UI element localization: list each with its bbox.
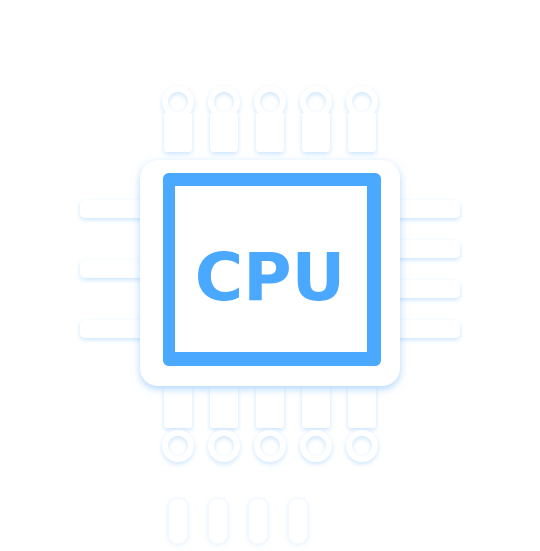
right-pin-1 xyxy=(390,200,460,218)
top-pin-2 xyxy=(208,86,240,152)
top-pins xyxy=(162,86,378,152)
bottom-pin-3 xyxy=(254,386,286,462)
right-pins xyxy=(390,200,460,338)
top-pin-5 xyxy=(346,86,378,152)
top-pin-4 xyxy=(300,86,332,152)
faint-pin-4 xyxy=(287,497,309,545)
bottom-pin-1 xyxy=(162,386,194,462)
chip-body: CPU xyxy=(140,160,400,386)
left-pins xyxy=(80,200,150,338)
top-pin-3 xyxy=(254,86,286,152)
faint-bottom-pins xyxy=(167,497,309,545)
faint-pin-3 xyxy=(247,497,269,545)
bottom-pin-4 xyxy=(300,386,332,462)
bottom-pin-2 xyxy=(208,386,240,462)
bottom-pins xyxy=(162,386,378,462)
faint-pin-1 xyxy=(167,497,189,545)
bottom-pin-5 xyxy=(346,386,378,462)
left-pin-2 xyxy=(80,260,150,278)
right-pin-3 xyxy=(390,280,460,298)
left-pin-1 xyxy=(80,200,150,218)
right-pin-2 xyxy=(390,240,460,258)
faint-pin-2 xyxy=(207,497,229,545)
top-pin-1 xyxy=(162,86,194,152)
right-pin-4 xyxy=(390,320,460,338)
cpu-label: CPU xyxy=(195,239,345,316)
left-pin-3 xyxy=(80,320,150,338)
chip-die xyxy=(175,186,367,352)
